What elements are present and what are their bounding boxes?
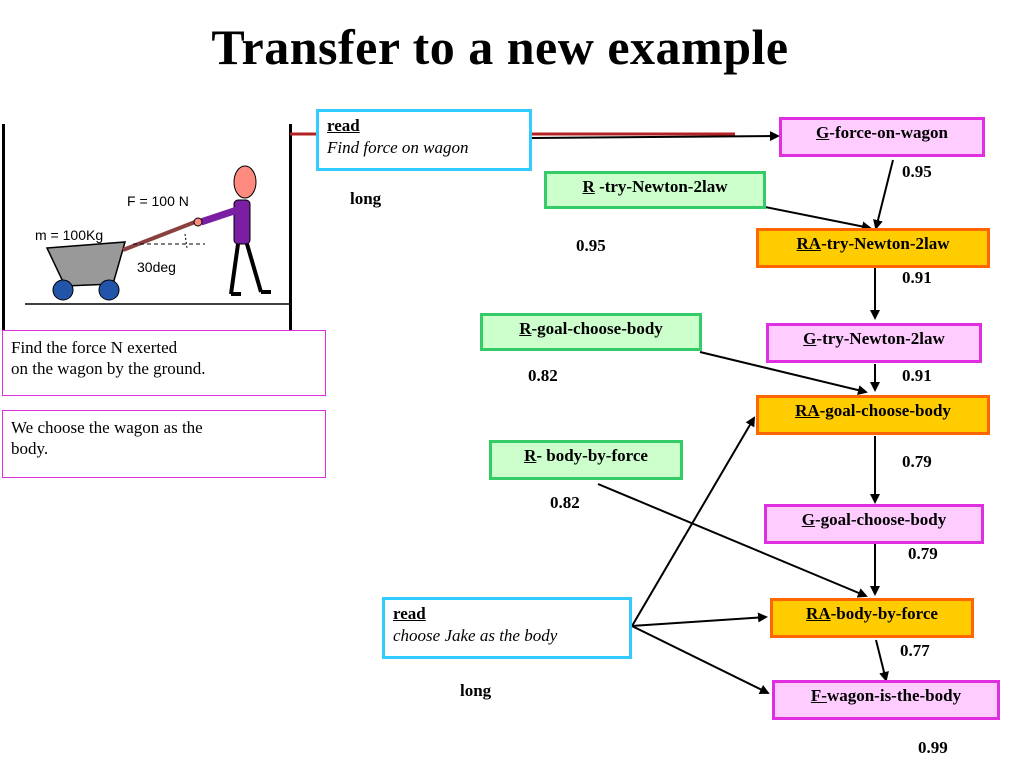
problem-statement-note: Find the force N exerted on the wagon by…: [2, 330, 326, 396]
arrow-r-body-to-ra-body: [597, 483, 868, 598]
node-value: 0.77: [900, 641, 930, 660]
note-line: body.: [11, 439, 49, 459]
arrow-read2-to-f-wagon: [631, 625, 770, 694]
angle-label: 30deg: [137, 259, 176, 275]
arrow-r-newton-to-ra-newton: [759, 205, 872, 232]
note-line: Find the force N exerted: [11, 338, 178, 357]
node-ra-try-newton: RA-try-Newton-2law: [756, 228, 990, 268]
page-title: Transfer to a new example: [211, 19, 789, 75]
node-label: -try-Newton-2law: [594, 177, 728, 196]
node-f-wagon-is-the-body: F-wagon-is-the-body: [772, 680, 1000, 720]
node-ra-body-by-force: RA-body-by-force: [770, 598, 974, 638]
node-label: -goal-choose-body: [819, 401, 951, 420]
node-value: 0.91: [902, 268, 932, 287]
node-g-goal-choose-body: G-goal-choose-body: [764, 504, 984, 544]
node-ra-goal-choose-body: RA-goal-choose-body: [756, 395, 990, 435]
node-label: -force-on-wagon: [829, 123, 948, 142]
arrow-r-goal-to-ra-goal: [699, 351, 868, 395]
node-value: 0.79: [902, 452, 932, 471]
read-keyword: read: [393, 604, 426, 623]
arrow-read2-to-ra-goal: [631, 416, 756, 627]
node-prefix: RA: [806, 604, 831, 623]
person-arm: [199, 206, 239, 226]
node-prefix: RA: [796, 234, 822, 253]
wagon-wheel-right: [98, 279, 120, 301]
read-description: choose Jake as the body: [393, 626, 558, 646]
wagon-illustration: F = 100 N m = 100Kg 30deg: [2, 124, 292, 330]
read-box-find-force: read Find force on wagon: [316, 109, 532, 171]
node-value: 0.91: [902, 366, 932, 385]
node-value: 0.95: [902, 162, 932, 181]
read-box-choose-body: read choose Jake as the body: [382, 597, 632, 659]
wagon-scene-graphic: F = 100 N m = 100Kg 30deg: [25, 165, 289, 305]
node-label: -goal-choose-body: [531, 319, 663, 338]
node-label: -body-by-force: [830, 604, 938, 623]
node-prefix: G: [816, 123, 830, 142]
person-hand: [193, 217, 203, 227]
node-prefix: G: [801, 510, 815, 529]
node-g-try-newton: G-try-Newton-2law: [766, 323, 982, 363]
node-prefix: G: [803, 329, 817, 348]
node-label: - body-by-force: [536, 446, 648, 465]
node-prefix: RA: [795, 401, 820, 420]
node-value: 0.95: [576, 236, 606, 255]
mass-label: m = 100Kg: [35, 227, 103, 243]
arrow-goal-force-to-ra-newton: [873, 159, 894, 230]
read-description: Find force on wagon: [327, 138, 469, 158]
node-r-body-by-force: R- body-by-force: [489, 440, 683, 480]
person-torso: [233, 199, 251, 245]
arrow-ra-body-to-f-wagon: [875, 639, 889, 682]
node-label: -try-Newton-2law: [816, 329, 945, 348]
arrow-read2-to-ra-body: [631, 612, 768, 627]
person-leg-right: [245, 243, 263, 293]
arrow-read-to-goal-force: [531, 131, 780, 142]
node-label: wagon-is-the-body: [826, 686, 962, 705]
node-value: 0.82: [550, 493, 580, 512]
node-prefix: R: [524, 446, 537, 465]
node-r-try-newton: R -try-Newton-2law: [544, 171, 766, 209]
node-value: 0.82: [528, 366, 558, 385]
read-duration-label: long: [460, 681, 492, 700]
node-label: -goal-choose-body: [814, 510, 947, 529]
node-value: 0.99: [918, 738, 948, 757]
node-value: 0.79: [908, 544, 938, 563]
note-line: We choose the wagon as the: [11, 418, 203, 437]
person-leg-left: [229, 243, 240, 295]
node-prefix: R: [519, 319, 532, 338]
force-label: F = 100 N: [127, 193, 189, 209]
node-label: -try-Newton-2law: [821, 234, 950, 253]
node-g-force-on-wagon: G-force-on-wagon: [779, 117, 985, 157]
read-keyword: read: [327, 116, 360, 135]
node-r-goal-choose-body: R-goal-choose-body: [480, 313, 702, 351]
wagon-handle: [122, 220, 196, 252]
wagon-wheel-left: [52, 279, 74, 301]
node-prefix: R: [582, 177, 595, 196]
read-duration-label: long: [350, 189, 382, 208]
note-line: on the wagon by the ground.: [11, 359, 206, 379]
node-prefix: F-: [810, 686, 827, 705]
body-choice-note: We choose the wagon as the body.: [2, 410, 326, 478]
person-head: [233, 165, 257, 199]
